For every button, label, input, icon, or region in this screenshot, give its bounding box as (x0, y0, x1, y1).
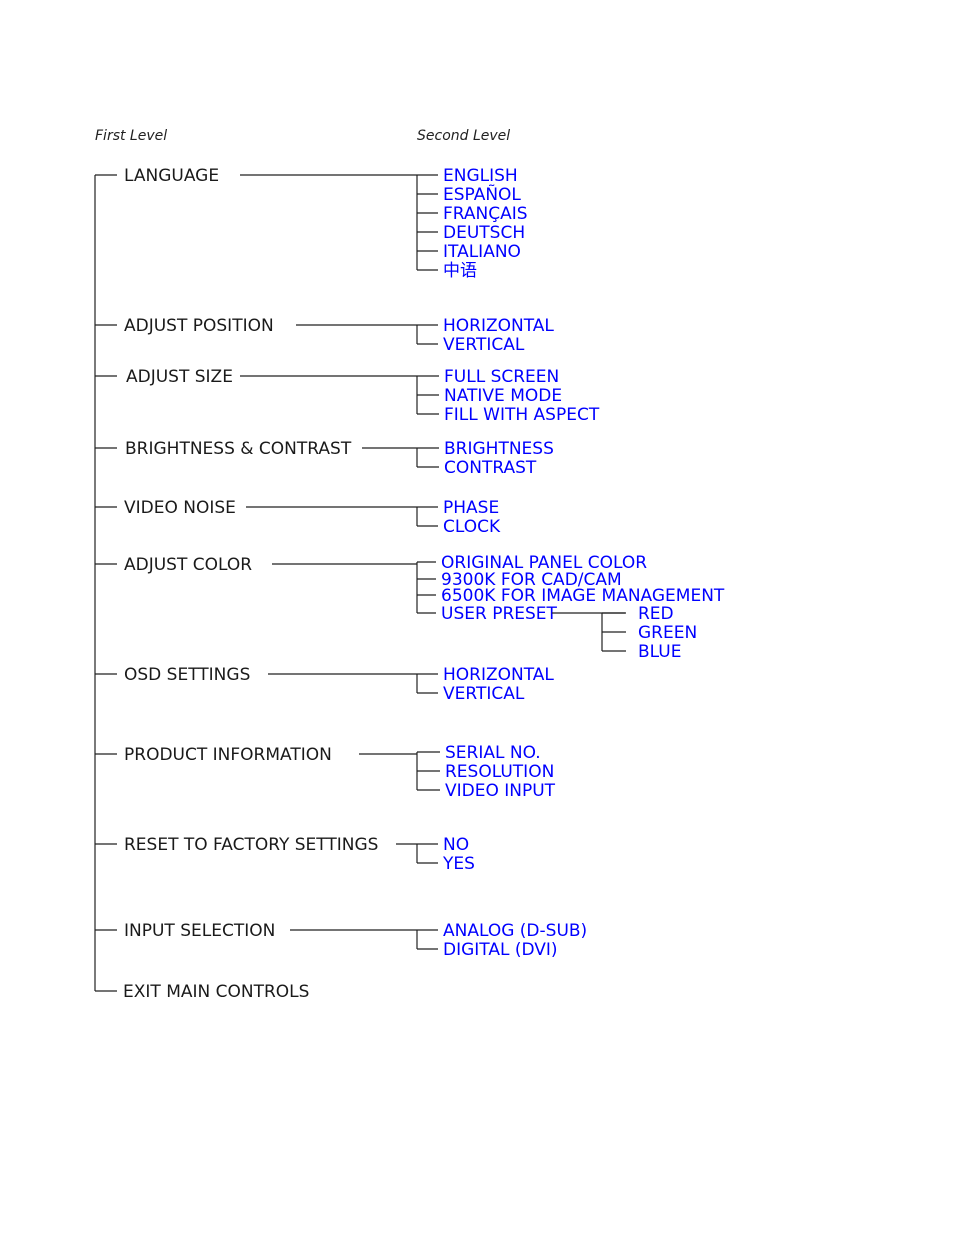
submenu-item-clock: CLOCK (443, 517, 501, 537)
submenu-item-native-mode: NATIVE MODE (444, 386, 562, 406)
submenu-item-yes: YES (442, 854, 475, 874)
submenu-item-brightness: BRIGHTNESS (444, 439, 554, 459)
submenu-item-espa-ol: ESPAÑOL (443, 183, 521, 205)
submenu-item-original-panel-color: ORIGINAL PANEL COLOR (441, 553, 647, 573)
submenu-item-italiano: ITALIANO (443, 242, 521, 262)
menu-item-input-selection: INPUT SELECTION (124, 921, 275, 941)
menu-item-osd-settings: OSD SETTINGS (124, 665, 250, 685)
submenu-item-analog-d-sub: ANALOG (D-SUB) (443, 921, 587, 941)
submenu-item-no: NO (443, 835, 469, 855)
submenu-item-deutsch: DEUTSCH (443, 223, 525, 243)
submenu-item-6500k-for-image-management: 6500K FOR IMAGE MANAGEMENT (441, 586, 725, 606)
second-level-header: Second Level (417, 128, 510, 144)
submenu-item-phase: PHASE (443, 498, 499, 518)
submenu-item-horizontal: HORIZONTAL (443, 665, 554, 685)
menu-item-adjust-size: ADJUST SIZE (126, 367, 233, 387)
submenu-item-resolution: RESOLUTION (445, 762, 554, 782)
submenu-item-horizontal: HORIZONTAL (443, 316, 554, 336)
submenu-item-fill-with-aspect: FILL WITH ASPECT (444, 405, 600, 425)
submenu-item-contrast: CONTRAST (444, 458, 537, 478)
menu-item-product-information: PRODUCT INFORMATION (124, 745, 332, 765)
submenu-item-green: GREEN (638, 623, 697, 643)
menu-item-adjust-position: ADJUST POSITION (124, 316, 274, 336)
submenu-item-blue: BLUE (638, 642, 681, 662)
submenu-item-digital-dvi: DIGITAL (DVI) (443, 940, 558, 960)
submenu-item-full-screen: FULL SCREEN (444, 367, 559, 387)
first-level-header: First Level (95, 128, 167, 144)
submenu-item-english: ENGLISH (443, 166, 518, 186)
submenu-item-video-input: VIDEO INPUT (445, 781, 556, 801)
menu-item-adjust-color: ADJUST COLOR (124, 555, 252, 575)
submenu-item-fran-ais: FRANÇAIS (443, 204, 528, 224)
submenu-item-red: RED (638, 604, 674, 624)
menu-item-reset-to-factory-settings: RESET TO FACTORY SETTINGS (124, 835, 378, 855)
menu-item-video-noise: VIDEO NOISE (124, 498, 236, 518)
submenu-item-vertical: VERTICAL (443, 684, 525, 704)
submenu-item-9300k-for-cad-cam: 9300K FOR CAD/CAM (441, 570, 622, 590)
submenu-item-item: 中语 (443, 261, 477, 281)
menu-item-exit-main-controls: EXIT MAIN CONTROLS (123, 982, 309, 1002)
menu-item-language: LANGUAGE (124, 166, 219, 186)
submenu-item-vertical: VERTICAL (443, 335, 525, 355)
submenu-item-user-preset: USER PRESET (441, 604, 558, 624)
menu-item-brightness-contrast: BRIGHTNESS & CONTRAST (125, 439, 352, 459)
submenu-item-serial-no: SERIAL NO. (445, 743, 541, 763)
